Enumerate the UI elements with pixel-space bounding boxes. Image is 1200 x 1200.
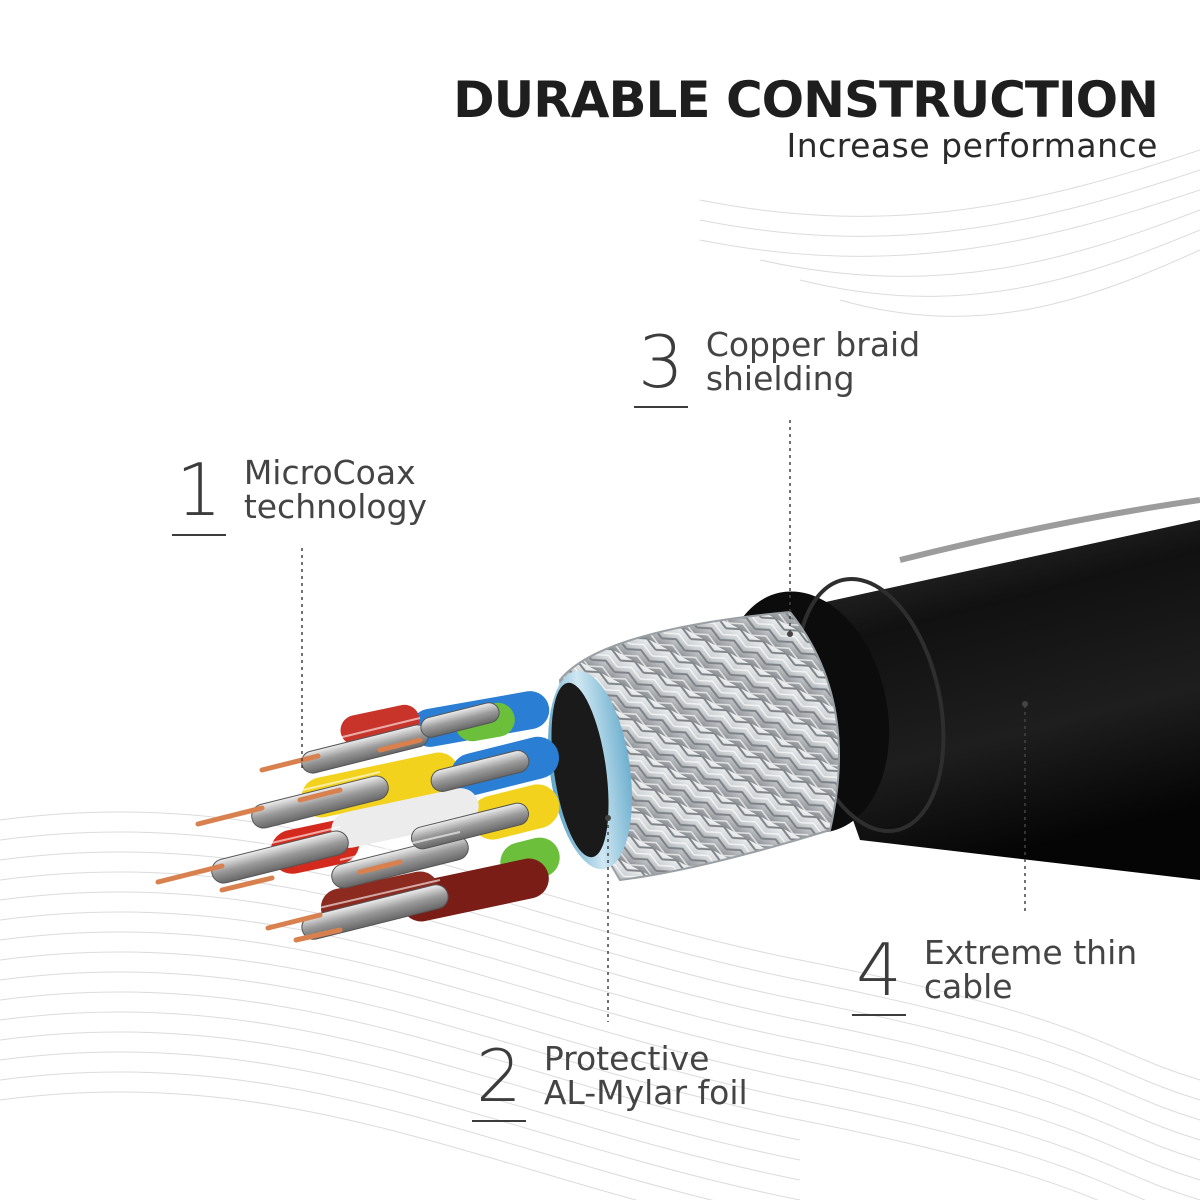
callout-thin-cable: 4 Extreme thin cable [852,934,1137,1016]
background-wave-lines [0,149,1200,1200]
callout-label: Protective AL-Mylar foil [544,1042,748,1110]
page-subtitle: Increase performance [786,126,1158,165]
foil-ring [548,670,632,870]
callout-label: MicroCoax technology [244,456,427,524]
header: DURABLE CONSTRUCTION Increase performanc… [453,71,1159,165]
callout-label-line: Extreme thin [923,933,1138,972]
callout-label-line: AL-Mylar foil [543,1073,748,1112]
callout-label-line: MicroCoax [243,453,416,492]
callout-label-line: technology [243,487,428,526]
callout-microcoax: 1 MicroCoax technology [172,454,427,536]
callout-number: 4 [852,934,906,1016]
wire-bundle [155,691,560,943]
callout-label: Copper braid shielding [706,328,920,396]
callout-label-line: cable [923,967,1013,1006]
callout-braid: 3 Copper braid shielding [634,326,920,408]
callout-number: 2 [472,1040,526,1122]
leader-lines [301,420,1026,1022]
callout-label: Extreme thin cable [924,936,1137,1004]
leader-dots [605,631,1028,821]
callout-number: 1 [172,454,226,536]
callout-number: 3 [634,326,688,408]
callout-label-line: shielding [705,359,855,398]
callout-label-line: Copper braid [705,325,921,364]
callout-foil: 2 Protective AL-Mylar foil [472,1040,748,1122]
callout-label-line: Protective [543,1039,710,1078]
page-title: DURABLE CONSTRUCTION [453,71,1159,129]
